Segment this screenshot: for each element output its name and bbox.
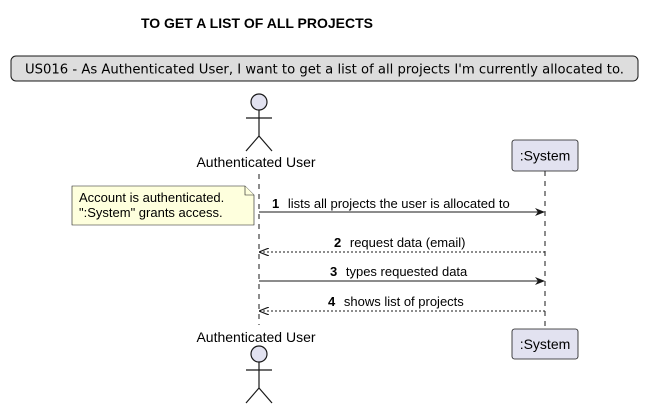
note-shape: [71, 185, 255, 226]
note-line-2: ":System" grants access.: [79, 205, 223, 220]
message-1: 1 lists all projects the user is allocat…: [259, 196, 545, 216]
note: Account is authenticated. ":System" gran…: [71, 185, 255, 226]
participant-bottom-box: [511, 328, 579, 360]
message-4-text: shows list of projects: [344, 294, 464, 309]
message-3-text: types requested data: [346, 264, 468, 279]
participant-bottom: :System: [511, 328, 579, 360]
legend-text: US016 - As Authenticated User, I want to…: [25, 63, 624, 78]
actor-top-figure-icon: [245, 93, 273, 152]
message-4-label: 4 shows list of projects: [328, 294, 464, 309]
actor-bottom: Authenticated User: [196, 329, 316, 404]
message-4-number: 4: [328, 294, 336, 309]
message-2-label: 2 request data (email): [334, 235, 465, 250]
message-1-label: 1 lists all projects the user is allocat…: [272, 196, 510, 211]
message-1-text: lists all projects the user is allocated…: [288, 196, 510, 211]
diagram-title: TO GET A LIST OF ALL PROJECTS: [141, 15, 373, 31]
message-3-label: 3 types requested data: [330, 264, 468, 279]
actor-bottom-label: Authenticated User: [196, 329, 315, 345]
message-3: 3 types requested data: [259, 264, 545, 285]
participant-bottom-label: :System: [520, 336, 571, 352]
participant-top-label: :System: [520, 148, 571, 164]
note-fold: [244, 186, 254, 196]
message-2-number: 2: [334, 235, 341, 250]
legend-box: [10, 55, 639, 82]
message-2-text: request data (email): [350, 235, 466, 250]
note-line-1: Account is authenticated.: [79, 190, 224, 205]
message-1-number: 1: [272, 196, 279, 211]
actor-bottom-figure-icon: [245, 345, 273, 404]
participant-top-box: [511, 139, 579, 172]
participant-top: :System: [511, 139, 579, 172]
message-4: 4 shows list of projects: [260, 294, 545, 311]
message-2: 2 request data (email): [260, 235, 545, 252]
message-3-number: 3: [330, 264, 337, 279]
actor-top-label: Authenticated User: [196, 154, 315, 170]
actor-top: Authenticated User: [196, 93, 316, 170]
